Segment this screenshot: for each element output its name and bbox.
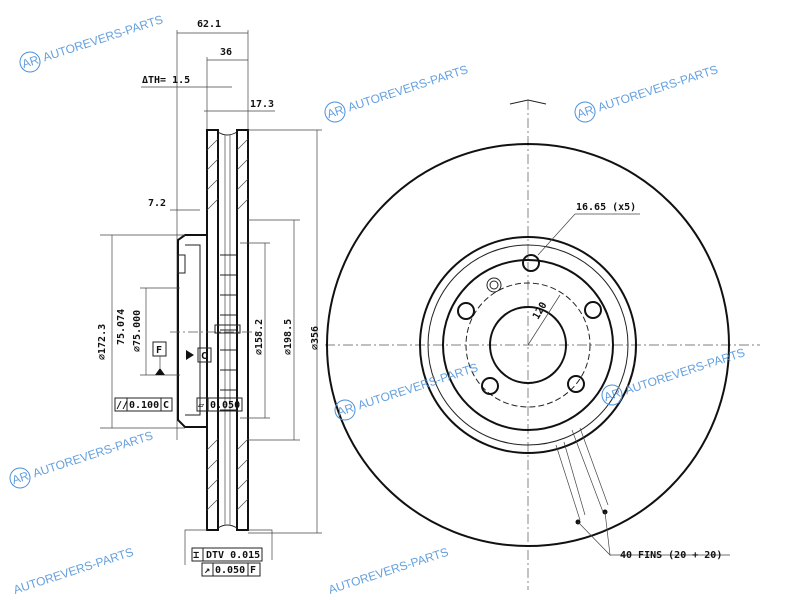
front-view: 16.65 (x5) 120 40 FINS (20 + 20) xyxy=(325,99,760,590)
watermark-logo: AR AUTOREVERS-PARTS xyxy=(574,62,720,123)
svg-text:↗: ↗ xyxy=(204,565,210,576)
svg-text:AUTOREVERS-PARTS: AUTOREVERS-PARTS xyxy=(12,545,136,597)
svg-text:0.050: 0.050 xyxy=(210,400,240,411)
flatness-tolerance-frame: ▱ 0.050 xyxy=(196,397,243,412)
svg-text:AR: AR xyxy=(325,103,345,122)
dim-hat-outer-diameter: ⌀198.5 xyxy=(283,319,294,355)
dim-inner-diameter: ⌀158.2 xyxy=(254,319,265,355)
dim-friction-width: 36 xyxy=(220,47,232,58)
datum-f: F xyxy=(156,345,162,356)
svg-text:0.050: 0.050 xyxy=(215,565,245,576)
svg-text:AR: AR xyxy=(575,103,595,122)
svg-text:AUTOREVERS-PARTS: AUTOREVERS-PARTS xyxy=(356,360,480,412)
dim-vane-gap: 17.3 xyxy=(250,99,274,110)
dim-bolt-hole: 16.65 (x5) xyxy=(576,202,636,213)
svg-text:AUTOREVERS-PARTS: AUTOREVERS-PARTS xyxy=(346,62,470,114)
watermark-logo: AR AUTOREVERS-PARTS xyxy=(601,345,747,406)
runout-tolerance-frame: ↗ 0.050 F xyxy=(201,562,261,577)
section-view: 62.1 36 ΔTH= 1.5 17.3 7.2 ⌀172.3 75.074 xyxy=(97,19,322,577)
svg-text:AUTOREVERS-PARTS: AUTOREVERS-PARTS xyxy=(327,545,451,597)
svg-text:AR: AR xyxy=(335,401,355,420)
datum-c: C xyxy=(201,351,207,362)
dim-outer-diameter: ⌀356 xyxy=(310,326,321,350)
dim-bore-min: ⌀75.000 xyxy=(132,310,143,352)
svg-text:AUTOREVERS-PARTS: AUTOREVERS-PARTS xyxy=(31,428,155,480)
svg-text:AUTOREVERS-PARTS: AUTOREVERS-PARTS xyxy=(41,12,165,64)
svg-text:0.100: 0.100 xyxy=(129,400,159,411)
svg-text:⌶: ⌶ xyxy=(193,550,199,561)
svg-text:AUTOREVERS-PARTS: AUTOREVERS-PARTS xyxy=(596,62,720,114)
fins-label: 40 FINS (20 + 20) xyxy=(620,550,722,561)
svg-text://: // xyxy=(116,400,128,411)
watermark-logo: AR AUTOREVERS-PARTS xyxy=(19,12,165,73)
watermark-logo: AR AUTOREVERS-PARTS xyxy=(324,62,470,123)
watermark-logo: AR AUTOREVERS-PARTS xyxy=(334,360,480,421)
watermarks: AR AUTOREVERS-PARTS AR AUTOREVERS-PARTS … xyxy=(9,12,747,597)
svg-text:C: C xyxy=(163,400,169,411)
dtv-tolerance-frame: ⌶ DTV 0.015 xyxy=(191,547,263,562)
svg-text:DTV 0.015: DTV 0.015 xyxy=(206,550,260,561)
dim-hat-thickness: 7.2 xyxy=(148,198,166,209)
dim-overall-width: 62.1 xyxy=(197,19,221,30)
watermark-logo: AR AUTOREVERS-PARTS xyxy=(9,428,155,489)
dim-hat-diameter: ⌀172.3 xyxy=(97,324,108,360)
svg-text:AR: AR xyxy=(602,386,622,405)
svg-text:AR: AR xyxy=(10,469,30,488)
svg-text:F: F xyxy=(250,565,256,576)
dim-delta-th: ΔTH= 1.5 xyxy=(142,75,190,86)
svg-text:▱: ▱ xyxy=(198,400,204,411)
dim-bore-max: 75.074 xyxy=(116,309,127,345)
svg-text:AR: AR xyxy=(20,53,40,72)
parallelism-tolerance-frame: // 0.100 C xyxy=(114,397,173,412)
